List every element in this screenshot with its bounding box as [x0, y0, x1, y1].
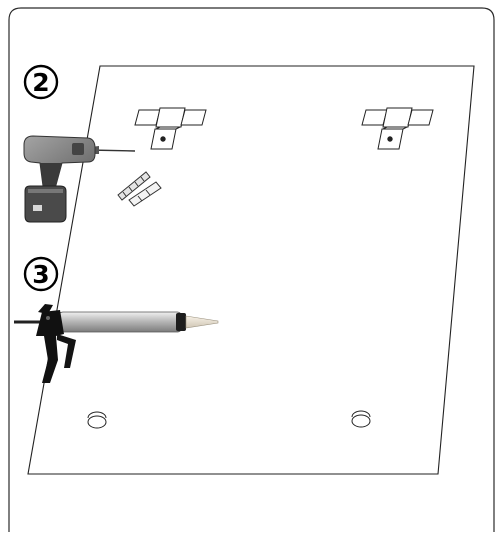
drill-icon [23, 135, 136, 223]
adhesive-pad-right [351, 410, 371, 428]
step-2-badge: 2 [23, 64, 59, 100]
step-3-number: 3 [32, 260, 49, 289]
screw-anchor-icon [117, 171, 162, 207]
adhesive-pad-left [87, 411, 107, 429]
step-3-badge: 3 [23, 256, 59, 292]
step-2-number: 2 [32, 68, 49, 97]
page-frame [8, 7, 495, 532]
mounting-clip-right [361, 107, 434, 150]
mounting-clip-left [134, 107, 207, 150]
caulking-gun-icon [14, 304, 219, 383]
